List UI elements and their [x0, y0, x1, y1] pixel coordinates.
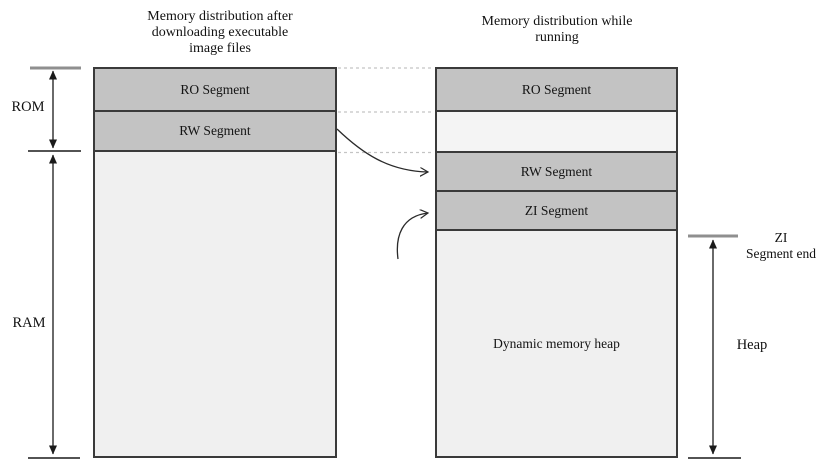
ro-segment-right-label: RO Segment [521, 81, 592, 97]
ro-segment-left: RO Segment [95, 69, 335, 112]
zi-segment-label: ZI Segment [524, 202, 589, 218]
dashed-alignment-lines [338, 67, 434, 154]
dynamic-memory-heap: Dynamic memory heap [437, 231, 676, 456]
heap-label: Heap [736, 337, 768, 353]
column-while-running: RO Segment RW Segment ZI Segment Dynamic… [435, 67, 678, 458]
rw-segment-right-label: RW Segment [520, 163, 593, 179]
ram-extent-arrow [28, 154, 80, 459]
zi-segment-end-label: ZI Segment end [745, 230, 817, 261]
unused-gap-area [437, 112, 676, 153]
left-column-title: Memory distribution after downloading ex… [147, 9, 293, 56]
free-ram-area [95, 152, 335, 456]
ro-segment-right: RO Segment [437, 69, 676, 112]
rw-relocation-arrow [336, 128, 428, 172]
zi-relocation-arrow [396, 213, 428, 260]
rom-label: ROM [11, 99, 45, 115]
right-column-title: Memory distribution while running [481, 14, 633, 45]
ram-label: RAM [12, 315, 46, 331]
ro-segment-left-label: RO Segment [180, 81, 250, 97]
rw-segment-right: RW Segment [437, 153, 676, 192]
column-after-download: RO Segment RW Segment [93, 67, 337, 458]
zi-segment: ZI Segment [437, 192, 676, 231]
rw-segment-left-label: RW Segment [179, 123, 251, 138]
dynamic-memory-heap-label: Dynamic memory heap [493, 335, 620, 351]
rw-segment-left: RW Segment [95, 112, 335, 152]
